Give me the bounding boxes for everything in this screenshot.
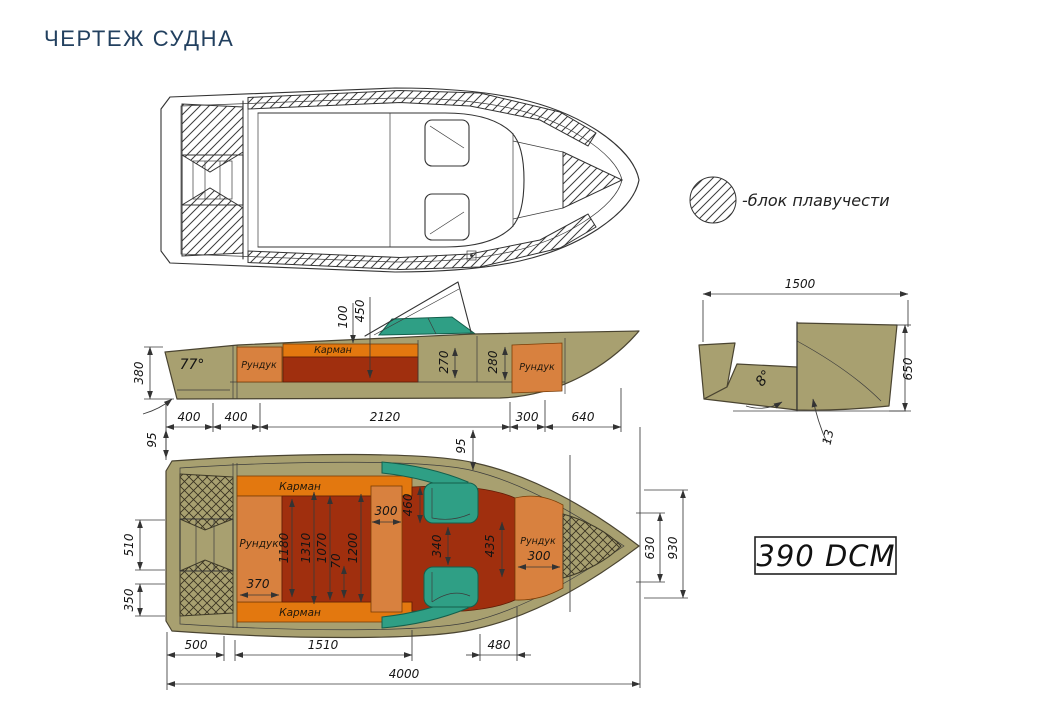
plan-locker-aft-label: Рундук bbox=[239, 538, 279, 550]
buoyancy-band-top bbox=[247, 89, 597, 147]
plan-view: Карман Карман Рундук Рундук 370 1180 131… bbox=[122, 427, 688, 690]
plan-locker-bow bbox=[514, 495, 564, 601]
plan-pocket-top-label: Карман bbox=[279, 481, 321, 493]
side-locker-bow bbox=[511, 342, 563, 394]
buoyancy-band-bottom bbox=[247, 213, 597, 271]
plan-seat-bottom bbox=[423, 566, 479, 608]
seat-bottom-outline bbox=[424, 193, 470, 241]
dim-650: 650 bbox=[901, 357, 915, 380]
dim-340: 340 bbox=[430, 534, 444, 557]
dim-77deg: 77° bbox=[180, 357, 205, 373]
motor-well bbox=[181, 154, 244, 206]
dim-95-mid: 95 bbox=[454, 438, 468, 453]
buoyancy-block-bow bbox=[562, 151, 624, 209]
windshield-frame bbox=[364, 281, 472, 337]
dim-460: 460 bbox=[401, 493, 415, 516]
side-view: Рундук Карман Рундук 380 77° 100 450 270… bbox=[132, 281, 640, 460]
dim-2120: 2120 bbox=[370, 410, 401, 424]
dim-1180: 1180 bbox=[277, 532, 291, 563]
dim-1500: 1500 bbox=[785, 277, 816, 291]
dim-270: 270 bbox=[437, 350, 451, 373]
section-hull-right bbox=[796, 322, 898, 411]
dim-1510: 1510 bbox=[308, 638, 339, 652]
windshield-base bbox=[377, 316, 476, 336]
page-title: ЧЕРТЕЖ СУДНА bbox=[44, 26, 235, 51]
model-plate-text: 390 DCM bbox=[756, 539, 895, 573]
dim-630: 630 bbox=[643, 536, 657, 559]
dim-4000: 4000 bbox=[389, 667, 420, 681]
dim-300-mid: 300 bbox=[375, 504, 398, 518]
buoyancy-block-stern-top bbox=[181, 103, 244, 173]
side-locker-bow-label: Рундук bbox=[519, 362, 555, 373]
legend-label: -блок плавучести bbox=[742, 191, 890, 210]
dim-280: 280 bbox=[486, 350, 500, 373]
dim-8deg: 8° bbox=[753, 367, 775, 389]
side-locker-aft bbox=[236, 346, 283, 383]
top-view bbox=[160, 87, 640, 273]
dim-510: 510 bbox=[122, 533, 136, 556]
plan-locker-bow-label: Рундук bbox=[520, 536, 556, 547]
section-view: 1500 650 8° 13 bbox=[698, 277, 915, 446]
dim-400b: 400 bbox=[225, 410, 248, 424]
plan-buoyancy-stern-top bbox=[179, 473, 234, 531]
model-plate: 390 DCM bbox=[754, 536, 897, 575]
dim-13: 13 bbox=[820, 428, 837, 446]
side-floor bbox=[282, 356, 419, 383]
side-pocket-label: Карман bbox=[314, 345, 352, 356]
dim-350: 350 bbox=[122, 588, 136, 611]
hatched-circle-icon bbox=[689, 176, 737, 224]
side-locker-aft-label: Рундук bbox=[241, 360, 277, 371]
dim-100: 100 bbox=[336, 305, 350, 328]
dim-95-left: 95 bbox=[145, 432, 159, 447]
plan-mid-locker bbox=[370, 485, 403, 613]
dim-300: 300 bbox=[516, 410, 539, 424]
plan-locker-aft bbox=[236, 495, 283, 603]
dim-400a: 400 bbox=[178, 410, 201, 424]
seat-top-outline bbox=[424, 119, 470, 167]
dim-70: 70 bbox=[329, 553, 343, 569]
dim-435: 435 bbox=[483, 535, 497, 558]
dim-370: 370 bbox=[247, 577, 270, 591]
plan-pocket-bottom-label: Карман bbox=[279, 607, 321, 619]
plan-buoyancy-stern-bottom bbox=[179, 559, 234, 617]
dim-640: 640 bbox=[572, 410, 595, 424]
plan-motor-well bbox=[179, 518, 234, 572]
plan-buoyancy-bow bbox=[562, 513, 622, 579]
buoyancy-block-stern-bottom bbox=[181, 187, 244, 257]
dim-380: 380 bbox=[132, 361, 146, 384]
plan-seat-top bbox=[423, 482, 479, 524]
dim-930: 930 bbox=[666, 536, 680, 559]
dim-1200: 1200 bbox=[346, 532, 360, 563]
buoyancy-legend: -блок плавучести bbox=[689, 176, 890, 224]
dim-1070: 1070 bbox=[315, 532, 329, 563]
dim-480: 480 bbox=[488, 638, 511, 652]
dim-300-bow: 300 bbox=[528, 549, 551, 563]
dim-1310: 1310 bbox=[299, 532, 313, 563]
dim-450: 450 bbox=[353, 299, 367, 322]
dim-500: 500 bbox=[185, 638, 208, 652]
